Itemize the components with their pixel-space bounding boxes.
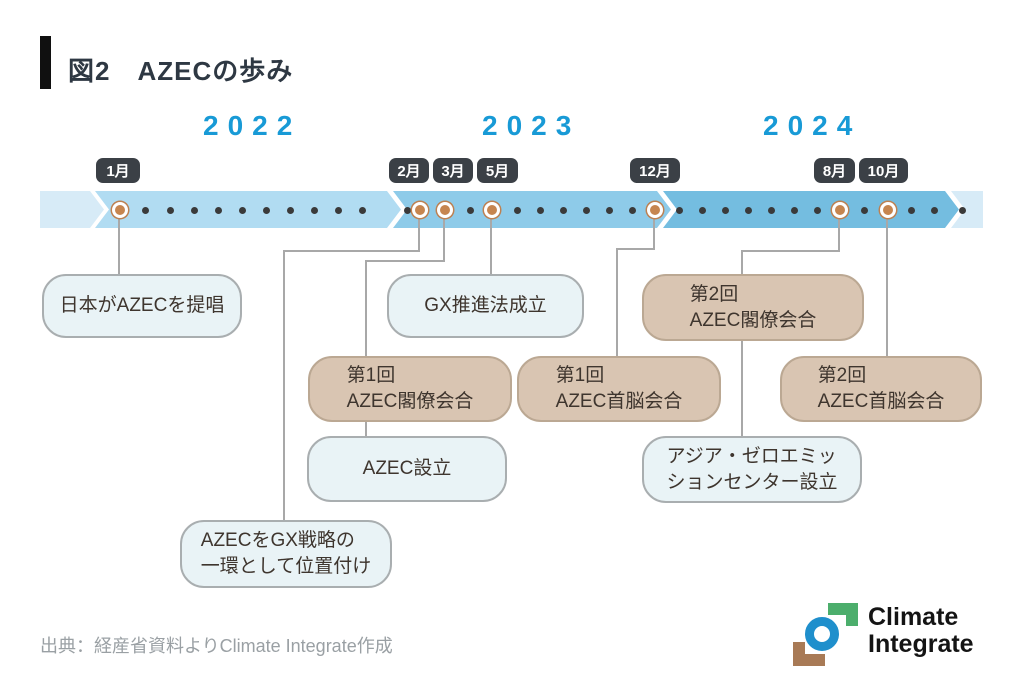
event-label: AZEC設立 <box>362 458 452 480</box>
event-2nd-ministerial-meeting: 第2回 AZEC閣僚会合 <box>642 274 864 341</box>
event-marker-12月 <box>650 205 660 215</box>
timeline-dot <box>514 207 521 214</box>
timeline-dot <box>814 207 821 214</box>
event-marker-10月 <box>883 205 893 215</box>
event-1st-ministerial-meeting: 第1回 AZEC閣僚会合 <box>308 356 512 422</box>
timeline-dot <box>167 207 174 214</box>
event-2nd-leaders-summit: 第2回 AZEC首脳会合 <box>780 356 982 422</box>
month-badge-mar: 3月 <box>433 158 473 183</box>
event-label: 第2回 AZEC首脳会合 <box>817 365 945 412</box>
month-badge-jan: 1月 <box>96 158 140 183</box>
month-badge-feb: 2月 <box>389 158 429 183</box>
figure-title: 図2 AZECの歩み <box>68 56 294 86</box>
timeline-dot <box>359 207 366 214</box>
year-label-2023: 2023 <box>482 110 581 141</box>
connector-line <box>741 250 743 276</box>
timeline-dot <box>311 207 318 214</box>
month-badge-dec: 12月 <box>630 158 680 183</box>
timeline-dot <box>142 207 149 214</box>
timeline-dot <box>537 207 544 214</box>
connector-line <box>616 248 655 250</box>
event-label: アジア・ゼロエミッ ションセンター設立 <box>666 445 838 493</box>
event-asia-zero-emission-center: アジア・ゼロエミッ ションセンター設立 <box>642 436 862 503</box>
month-badge-oct: 10月 <box>859 158 908 183</box>
logo-word-climate: Climate <box>868 602 959 631</box>
connector-line <box>443 218 445 262</box>
climate-integrate-logo: Climate Integrate <box>790 595 974 667</box>
timeline-dot <box>287 207 294 214</box>
connector-line <box>365 260 367 357</box>
event-azec-established: AZEC設立 <box>307 436 507 502</box>
timeline-segment-2022 <box>95 191 401 228</box>
connector-line <box>283 250 285 522</box>
event-label: 第1回 AZEC閣僚会合 <box>346 365 474 412</box>
month-badge-may: 5月 <box>477 158 518 183</box>
event-marker-5月 <box>487 205 497 215</box>
timeline-dot <box>745 207 752 214</box>
event-gx-promotion-law: GX推進法成立 <box>387 274 584 338</box>
year-label-2022: 2022 <box>203 110 302 141</box>
event-marker-2月 <box>415 205 425 215</box>
connector-line <box>365 417 367 437</box>
event-marker-1月 <box>115 205 125 215</box>
event-label: 第2回 AZEC閣僚会合 <box>689 283 817 331</box>
timeline-dot <box>215 207 222 214</box>
connector-line <box>741 250 840 252</box>
timeline-dot <box>768 207 775 214</box>
event-label: 日本がAZECを提唱 <box>59 295 225 317</box>
connector-line <box>653 218 655 250</box>
event-japan-proposes-azec: 日本がAZECを提唱 <box>42 274 242 338</box>
event-1st-leaders-summit: 第1回 AZEC首脳会合 <box>517 356 721 422</box>
timeline-dot <box>404 207 411 214</box>
connector-line <box>741 336 743 437</box>
timeline-dot <box>791 207 798 214</box>
connector-line <box>838 218 840 252</box>
logo-word-integrate: Integrate <box>868 630 974 658</box>
timeline-dot <box>629 207 636 214</box>
timeline-dot <box>560 207 567 214</box>
connector-line <box>118 218 120 276</box>
event-label: 第1回 AZEC首脳会合 <box>555 365 683 412</box>
connector-line <box>886 218 888 358</box>
timeline-dot <box>239 207 246 214</box>
timeline-segment-2023 <box>393 191 671 228</box>
logo-mark-icon <box>793 603 858 666</box>
timeline-dot <box>722 207 729 214</box>
connector-line <box>490 218 492 276</box>
timeline-dot <box>959 207 966 214</box>
year-label-2024: 2024 <box>763 110 862 141</box>
event-label: GX推進法成立 <box>424 295 547 317</box>
connector-line <box>365 260 445 262</box>
event-label: AZECをGX戦略の 一環として位置付け <box>200 530 372 577</box>
connector-line <box>418 218 420 252</box>
timeline-dot <box>931 207 938 214</box>
timeline-dot <box>467 207 474 214</box>
timeline-dot <box>676 207 683 214</box>
source-note: 出典：経産省資料よりClimate Integrate作成 <box>40 636 393 656</box>
timeline-dot <box>583 207 590 214</box>
timeline-dot <box>606 207 613 214</box>
connector-line <box>616 248 618 358</box>
logo-wordmark: Climate Integrate <box>868 602 974 659</box>
event-azec-gx-strategy: AZECをGX戦略の 一環として位置付け <box>180 520 392 588</box>
timeline-dot <box>699 207 706 214</box>
event-marker-3月 <box>440 205 450 215</box>
event-marker-8月 <box>835 205 845 215</box>
timeline-dot <box>861 207 868 214</box>
connector-line <box>283 250 420 252</box>
timeline-dot <box>335 207 342 214</box>
timeline-dot <box>263 207 270 214</box>
timeline-dot <box>191 207 198 214</box>
timeline-dot <box>908 207 915 214</box>
month-badge-aug: 8月 <box>814 158 855 183</box>
title-accent-bar <box>40 36 51 89</box>
timeline-segment-lead <box>40 191 104 228</box>
